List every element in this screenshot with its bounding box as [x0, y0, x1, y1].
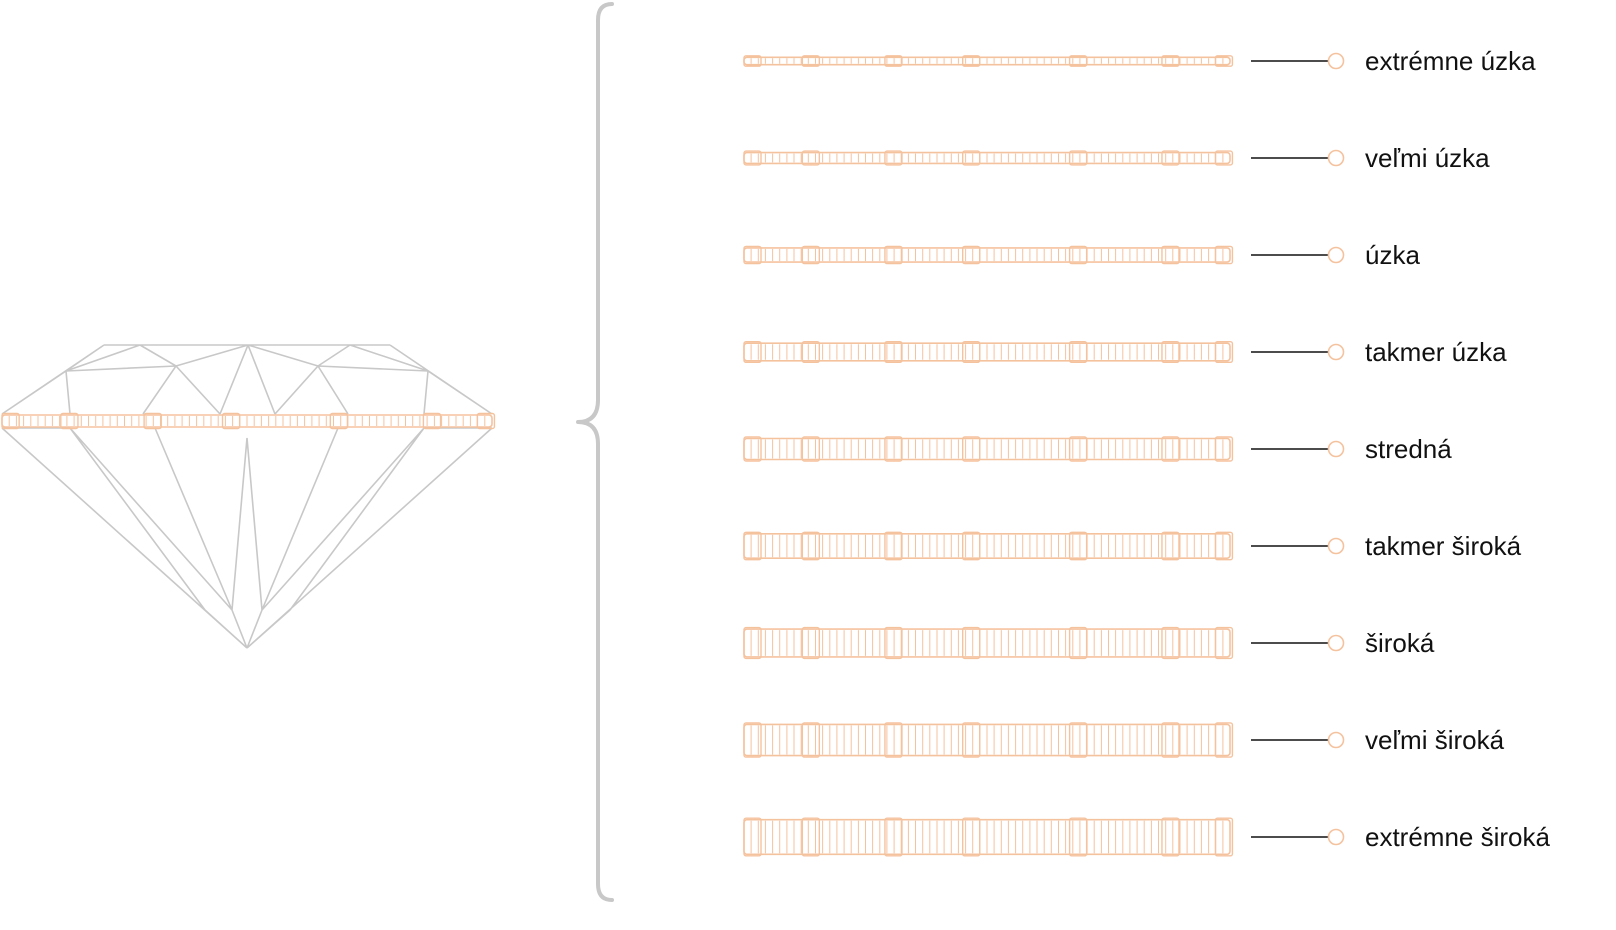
curly-brace	[576, 2, 614, 902]
girdle-level-label: takmer úzka	[1365, 337, 1507, 367]
diamond-side-view	[1, 344, 496, 649]
girdle-levels-list: extrémne úzka veľmi úzka úzka takmer úzka st…	[743, 46, 1550, 857]
girdle-sample	[743, 245, 1234, 265]
girdle-level-row: takmer úzka	[743, 337, 1507, 367]
leader-dot-icon	[1327, 343, 1345, 361]
girdle-level-label: extrémne široká	[1365, 822, 1550, 852]
leader-dot-icon	[1327, 828, 1345, 846]
diamond-girdle	[1, 412, 496, 430]
girdle-level-row: široká	[743, 626, 1435, 660]
girdle-level-label: široká	[1365, 628, 1435, 658]
girdle-level-label: veľmi úzka	[1365, 143, 1490, 173]
girdle-sample	[743, 626, 1234, 660]
girdle-sample	[743, 436, 1234, 462]
leader-dot-icon	[1327, 634, 1345, 652]
leader-dot-icon	[1327, 246, 1345, 264]
girdle-level-row: extrémne široká	[743, 817, 1550, 857]
leader-dot-icon	[1327, 537, 1345, 555]
girdle-level-row: takmer široká	[743, 531, 1522, 561]
girdle-level-label: veľmi široká	[1365, 725, 1505, 755]
leader-dot-icon	[1327, 149, 1345, 167]
leader-dot-icon	[1327, 52, 1345, 70]
girdle-level-label: úzka	[1365, 240, 1420, 270]
leader-dot-icon	[1327, 731, 1345, 749]
girdle-level-label: takmer široká	[1365, 531, 1522, 561]
girdle-sample	[743, 817, 1234, 857]
girdle-sample	[743, 531, 1234, 561]
girdle-sample	[743, 341, 1234, 364]
leader-dot-icon	[1327, 440, 1345, 458]
girdle-level-row: stredná	[743, 434, 1452, 464]
girdle-sample	[743, 722, 1234, 758]
girdle-sample	[743, 150, 1234, 166]
girdle-level-row: úzka	[743, 240, 1420, 270]
girdle-level-label: stredná	[1365, 434, 1452, 464]
girdle-sample	[743, 55, 1234, 67]
girdle-level-label: extrémne úzka	[1365, 46, 1536, 76]
girdle-level-row: extrémne úzka	[743, 46, 1536, 76]
girdle-level-row: veľmi široká	[743, 722, 1505, 758]
girdle-level-row: veľmi úzka	[743, 143, 1490, 173]
